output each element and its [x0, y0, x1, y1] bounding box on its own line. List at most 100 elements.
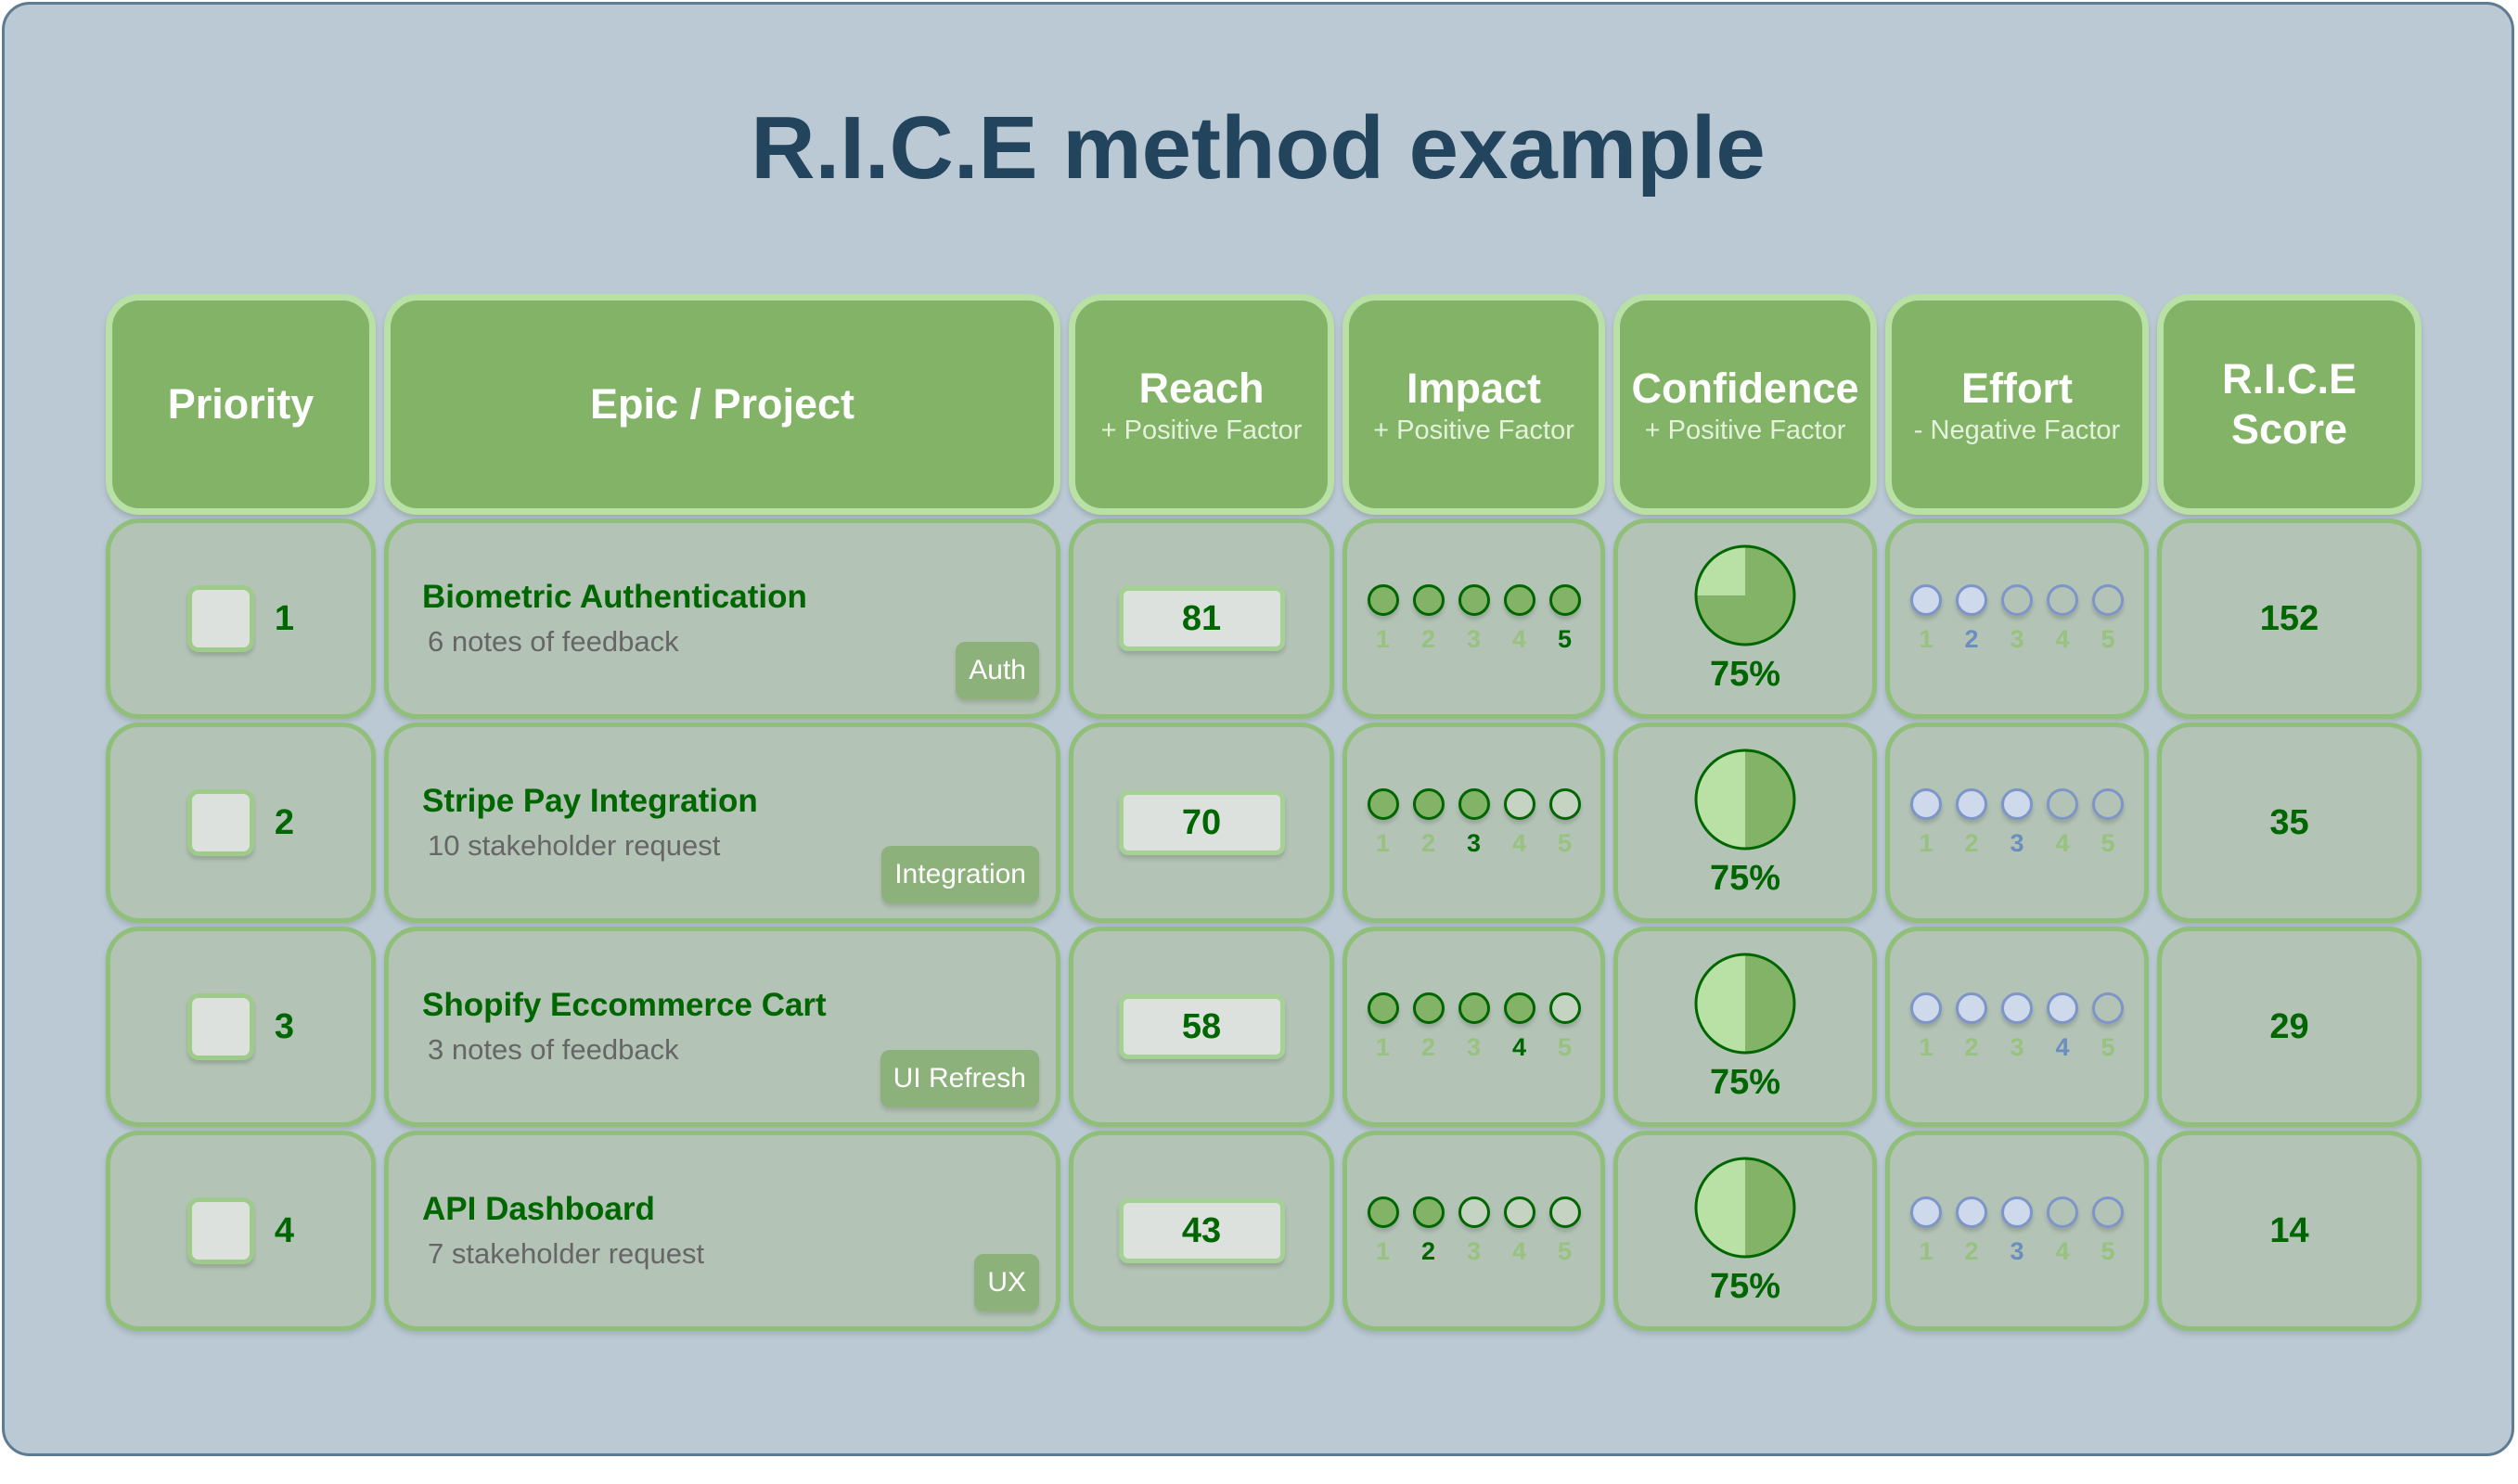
- effort-option[interactable]: 3: [2001, 1196, 2033, 1266]
- effort-option[interactable]: 5: [2092, 787, 2124, 858]
- priority-checkbox[interactable]: [186, 1197, 254, 1264]
- effort-option[interactable]: 1: [1910, 1196, 1942, 1266]
- impact-option[interactable]: 4: [1503, 991, 1535, 1062]
- effort-dot[interactable]: [2092, 991, 2124, 1024]
- effort-dot[interactable]: [1910, 1196, 1942, 1228]
- effort-option[interactable]: 4: [2047, 1196, 2078, 1266]
- impact-option[interactable]: 4: [1503, 787, 1535, 858]
- effort-dot[interactable]: [2047, 991, 2078, 1024]
- impact-option[interactable]: 2: [1412, 583, 1445, 654]
- epic-tag[interactable]: Auth: [956, 642, 1039, 699]
- effort-dot[interactable]: [2047, 787, 2078, 820]
- effort-dot[interactable]: [2001, 583, 2033, 616]
- impact-dot[interactable]: [1503, 583, 1535, 616]
- impact-option[interactable]: 2: [1412, 787, 1445, 858]
- impact-option[interactable]: 3: [1458, 1196, 1490, 1266]
- effort-dot[interactable]: [2001, 991, 2033, 1024]
- impact-option[interactable]: 5: [1548, 991, 1581, 1062]
- impact-dot[interactable]: [1412, 787, 1445, 820]
- effort-option[interactable]: 5: [2092, 991, 2124, 1062]
- impact-option[interactable]: 1: [1367, 991, 1399, 1062]
- effort-option[interactable]: 2: [1956, 583, 1987, 654]
- impact-option[interactable]: 5: [1548, 1196, 1581, 1266]
- effort-dot[interactable]: [1910, 991, 1942, 1024]
- epic-tag[interactable]: Integration: [881, 846, 1039, 903]
- impact-dot[interactable]: [1503, 991, 1535, 1024]
- reach-value[interactable]: 81: [1118, 586, 1285, 651]
- effort-dot[interactable]: [2001, 787, 2033, 820]
- effort-dot[interactable]: [2092, 583, 2124, 616]
- impact-dot[interactable]: [1548, 1196, 1581, 1228]
- effort-option[interactable]: 2: [1956, 1196, 1987, 1266]
- effort-option[interactable]: 3: [2001, 787, 2033, 858]
- impact-dot[interactable]: [1458, 787, 1490, 820]
- impact-dot[interactable]: [1412, 991, 1445, 1024]
- effort-option[interactable]: 5: [2092, 583, 2124, 654]
- effort-dot[interactable]: [1956, 991, 1987, 1024]
- priority-checkbox[interactable]: [186, 993, 254, 1060]
- effort-dot[interactable]: [2001, 1196, 2033, 1228]
- impact-option[interactable]: 4: [1503, 1196, 1535, 1266]
- effort-dot[interactable]: [2092, 787, 2124, 820]
- effort-option[interactable]: 4: [2047, 787, 2078, 858]
- effort-dot[interactable]: [1910, 583, 1942, 616]
- effort-option[interactable]: 1: [1910, 991, 1942, 1062]
- reach-value[interactable]: 70: [1118, 790, 1285, 855]
- impact-dot[interactable]: [1367, 991, 1399, 1024]
- effort-dot[interactable]: [1956, 1196, 1987, 1228]
- impact-dot[interactable]: [1412, 1196, 1445, 1228]
- effort-dot[interactable]: [2047, 583, 2078, 616]
- impact-option[interactable]: 2: [1412, 1196, 1445, 1266]
- impact-option[interactable]: 1: [1367, 583, 1399, 654]
- effort-option[interactable]: 4: [2047, 991, 2078, 1062]
- impact-dot[interactable]: [1458, 991, 1490, 1024]
- effort-option[interactable]: 2: [1956, 787, 1987, 858]
- impact-dot[interactable]: [1548, 583, 1581, 616]
- impact-dot[interactable]: [1458, 1196, 1490, 1228]
- impact-dot[interactable]: [1548, 991, 1581, 1024]
- impact-option[interactable]: 3: [1458, 787, 1490, 858]
- epic-tag[interactable]: UX: [974, 1254, 1039, 1311]
- effort-option[interactable]: 5: [2092, 1196, 2124, 1266]
- impact-option[interactable]: 1: [1367, 787, 1399, 858]
- impact-option[interactable]: 1: [1367, 1196, 1399, 1266]
- effort-dot[interactable]: [1956, 787, 1987, 820]
- epic-tag[interactable]: UI Refresh: [880, 1050, 1039, 1107]
- priority-checkbox[interactable]: [186, 585, 254, 652]
- impact-option[interactable]: 5: [1548, 583, 1581, 654]
- effort-dot[interactable]: [2092, 1196, 2124, 1228]
- priority-checkbox[interactable]: [186, 789, 254, 856]
- impact-dot[interactable]: [1367, 583, 1399, 616]
- impact-dot[interactable]: [1367, 787, 1399, 820]
- effort-dot[interactable]: [2047, 1196, 2078, 1228]
- impact-option[interactable]: 4: [1503, 583, 1535, 654]
- impact-option[interactable]: 3: [1458, 991, 1490, 1062]
- effort-option[interactable]: 2: [1956, 991, 1987, 1062]
- impact-dot[interactable]: [1367, 1196, 1399, 1228]
- impact-option[interactable]: 5: [1548, 787, 1581, 858]
- effort-option[interactable]: 1: [1910, 583, 1942, 654]
- effort-option[interactable]: 1: [1910, 787, 1942, 858]
- effort-option[interactable]: 4: [2047, 583, 2078, 654]
- impact-dot[interactable]: [1548, 787, 1581, 820]
- impact-dot[interactable]: [1412, 583, 1445, 616]
- effort-option[interactable]: 3: [2001, 991, 2033, 1062]
- effort-option[interactable]: 3: [2001, 583, 2033, 654]
- effort-dot[interactable]: [1956, 583, 1987, 616]
- impact-dot[interactable]: [1503, 1196, 1535, 1228]
- impact-option[interactable]: 3: [1458, 583, 1490, 654]
- effort-dot[interactable]: [1910, 787, 1942, 820]
- impact-option[interactable]: 2: [1412, 991, 1445, 1062]
- reach-value[interactable]: 58: [1118, 994, 1285, 1059]
- reach-value[interactable]: 43: [1118, 1198, 1285, 1263]
- impact-dot[interactable]: [1458, 583, 1490, 616]
- impact-dot[interactable]: [1503, 787, 1535, 820]
